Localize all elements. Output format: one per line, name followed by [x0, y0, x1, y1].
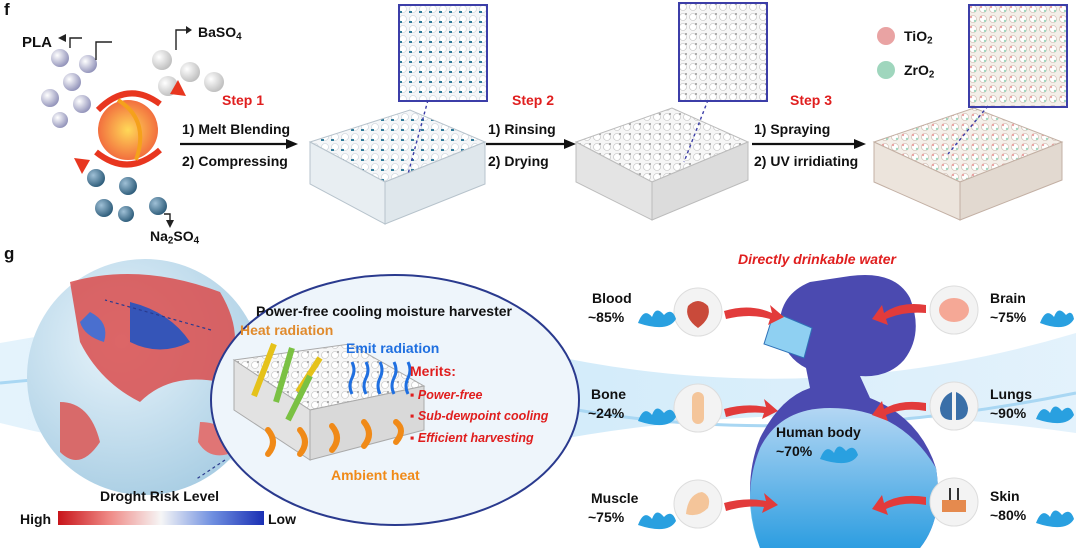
zro2-legend-dot	[877, 61, 895, 79]
porous-block-2	[574, 107, 750, 221]
heart-organ-icon	[673, 287, 723, 337]
skin-organ-icon	[929, 477, 979, 527]
panel-f-letter: f	[4, 0, 10, 19]
composite-block-1	[308, 109, 487, 225]
step1-arrow	[180, 139, 298, 149]
step2-title: Step 2	[512, 92, 555, 108]
ambient-heat-arrows-icon	[265, 419, 404, 457]
emit-radiation-icon	[348, 361, 412, 395]
step1-title: Step 1	[222, 92, 265, 108]
step3-line2: 2) UV irridiating	[754, 153, 859, 169]
step2-line1: 1) Rinsing	[488, 121, 556, 137]
skin-pct: ~80%	[990, 507, 1027, 523]
scale-high-label: High	[20, 511, 52, 527]
water-splash-icons	[638, 310, 1074, 530]
human-body-label: Human body	[776, 424, 861, 440]
coated-block-3	[872, 107, 1064, 221]
step2-arrow	[486, 139, 576, 149]
skin-label: Skin	[990, 488, 1020, 504]
zoom-inset-1	[398, 4, 488, 175]
drinkable-water-title: Directly drinkable water	[738, 251, 896, 267]
organ-arrows	[724, 304, 926, 515]
ambient-heat-label: Ambient heat	[331, 467, 420, 483]
step1-line2: 2) Compressing	[182, 153, 288, 169]
pla-label: PLA	[22, 34, 52, 51]
human-silhouette	[750, 274, 938, 548]
mixing-illustration	[41, 26, 224, 228]
lungs-label: Lungs	[990, 386, 1032, 402]
tio2-legend-dot	[877, 27, 895, 45]
step3-title: Step 3	[790, 92, 833, 108]
heat-radiation-rays-icon	[251, 342, 323, 422]
brain-organ-icon	[929, 285, 979, 335]
brain-label: Brain	[990, 290, 1026, 306]
muscle-label: Muscle	[591, 490, 639, 506]
bone-pct: ~24%	[588, 405, 625, 421]
baso4-label: BaSO4	[198, 24, 242, 43]
step3-arrow	[752, 139, 866, 149]
lungs-organ-icon	[929, 381, 979, 431]
muscle-pct: ~75%	[588, 509, 625, 525]
panel-g-letter: g	[4, 244, 15, 263]
blood-label: Blood	[592, 290, 632, 306]
blood-pct: ~85%	[588, 309, 625, 325]
emit-radiation-label: Emit radiation	[346, 340, 440, 356]
zro2-legend-label: ZrO2	[904, 62, 935, 81]
tio2-legend-label: TiO2	[904, 28, 933, 47]
step2-line2: 2) Drying	[488, 153, 549, 169]
merits-title: Merits:	[410, 363, 456, 379]
step1-line1: 1) Melt Blending	[182, 121, 291, 137]
harvester-title: Power-free cooling moisture harvester	[256, 303, 512, 319]
muscle-organ-icon	[673, 479, 723, 529]
bone-label: Bone	[591, 386, 626, 402]
merit-item-2: ▪ Sub-dewpoint cooling	[410, 409, 549, 423]
heat-radiation-label: Heat radiation	[240, 322, 334, 338]
na2so4-particles	[87, 169, 167, 222]
human-body-pct: ~70%	[776, 443, 813, 459]
brain-pct: ~75%	[990, 309, 1027, 325]
drought-colorbar	[58, 511, 264, 525]
baso4-particles	[152, 50, 224, 96]
drought-label: Droght Risk Level	[100, 488, 220, 504]
swirl-icon	[74, 80, 186, 174]
step3-line1: 1) Spraying	[754, 121, 831, 137]
lungs-pct: ~90%	[990, 405, 1027, 421]
pla-particles	[41, 49, 97, 128]
zoom-inset-2	[678, 2, 768, 163]
bone-organ-icon	[673, 383, 723, 433]
scale-low-label: Low	[268, 511, 296, 527]
na2so4-label: Na2SO4	[150, 228, 200, 247]
zoom-inset-3	[947, 4, 1068, 155]
drought-globe	[27, 259, 263, 495]
merit-item-1: ▪ Power-free	[410, 388, 483, 402]
merit-item-3: ▪ Efficient harvesting	[410, 431, 534, 445]
